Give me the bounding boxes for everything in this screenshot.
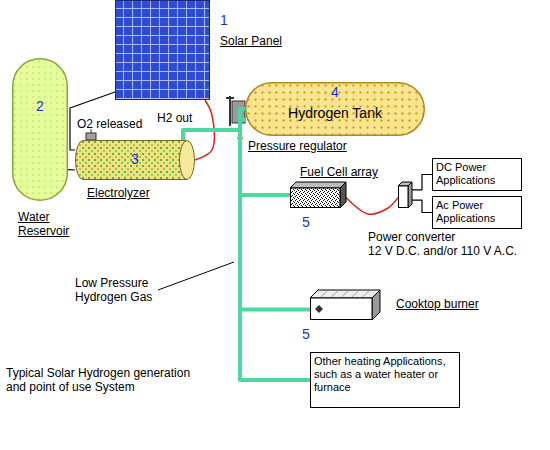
process-box: Other heating Applications, such as a wa… bbox=[310, 352, 460, 408]
hydrogen-pipe bbox=[240, 120, 310, 380]
water-reservoir: 2Water Reservoir bbox=[12, 58, 68, 201]
panel-shape bbox=[115, 0, 210, 100]
callout-number: 5 bbox=[302, 214, 310, 231]
caption-note: Typical Solar Hydrogen generation and po… bbox=[6, 366, 191, 395]
wire bbox=[68, 169, 75, 171]
vcapsule-shape bbox=[12, 58, 68, 201]
callout-number: 4 bbox=[245, 84, 425, 101]
fuelcell-shape bbox=[290, 182, 346, 208]
node-text: DC Power Applications bbox=[433, 159, 521, 189]
cooktop-burner: Cooktop burner5 bbox=[310, 290, 380, 320]
node-text: Fuel Cell array bbox=[300, 165, 378, 179]
pipe-label: Low Pressure Hydrogen Gas bbox=[75, 276, 165, 305]
node-text: 12 V D.C. and/or 110 V A.C. bbox=[368, 244, 517, 258]
wire bbox=[412, 200, 432, 212]
process-box: DC Power Applications bbox=[432, 158, 522, 191]
port-label: H2 out bbox=[157, 111, 192, 125]
process-box: Ac Power Applications bbox=[432, 196, 522, 229]
leader-line bbox=[158, 262, 234, 290]
fuel-cell-array: Fuel Cell array5 bbox=[290, 182, 346, 208]
wire bbox=[412, 175, 432, 190]
port-label: O2 released bbox=[77, 117, 142, 131]
hydrogen-tank: 4Hydrogen Tank bbox=[245, 82, 425, 136]
power-converter: Power converter12 V D.C. and/or 110 V A.… bbox=[398, 182, 412, 208]
node-text: Other heating Applications, such as a wa… bbox=[311, 353, 459, 397]
callout-number: 5 bbox=[302, 326, 310, 343]
callout-number: 3 bbox=[75, 151, 195, 168]
callout-number: 2 bbox=[12, 98, 68, 115]
callout-number: 1 bbox=[220, 12, 228, 29]
wire bbox=[346, 198, 398, 215]
node-text: Power converter bbox=[368, 230, 455, 244]
node-text: Cooktop burner bbox=[396, 297, 479, 311]
node-text: Ac Power Applications bbox=[433, 197, 521, 227]
node-text: Hydrogen Tank bbox=[245, 105, 425, 122]
electrolyzer: 3Electrolyzer bbox=[75, 140, 195, 180]
node-text: Electrolyzer bbox=[87, 186, 150, 200]
node-text: Solar Panel bbox=[220, 34, 282, 48]
box3d-shape bbox=[398, 182, 412, 208]
solar-panel: 1Solar Panel bbox=[115, 0, 210, 100]
cooktop-shape bbox=[310, 290, 380, 320]
part-label: Pressure regulator bbox=[248, 139, 347, 153]
node-text: Water Reservoir bbox=[18, 210, 88, 239]
